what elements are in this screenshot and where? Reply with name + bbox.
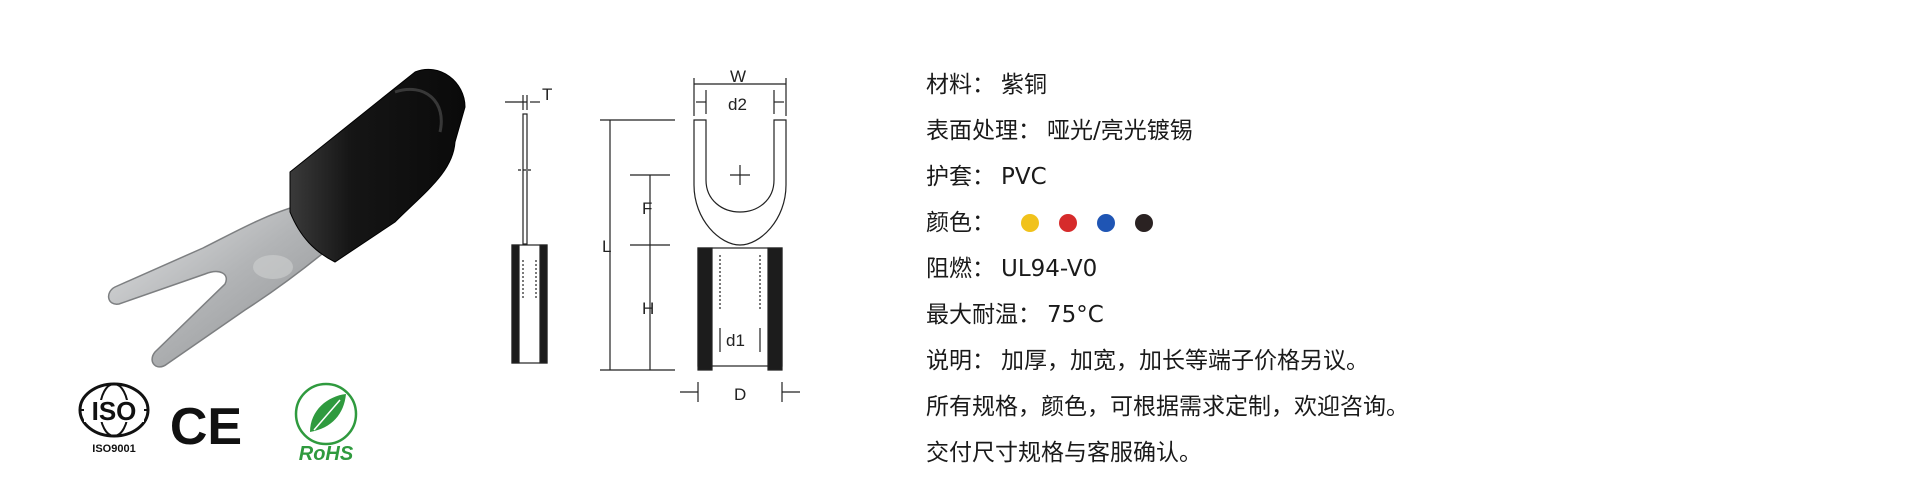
spec-label: 表面处理 [926, 118, 1018, 144]
spec-colon: ： [972, 164, 995, 190]
spec-note-2: 所有规格，颜色，可根据需求定制，欢迎咨询。 [926, 384, 1866, 430]
rohs-mark: RoHS [299, 443, 354, 464]
label-h: H [642, 299, 654, 318]
color-dot-red [1059, 214, 1077, 232]
spec-list: 材料：紫铜 表面处理：哑光/亮光镀锡 护套：PVC 颜色： 阻燃：UL94-V0… [926, 62, 1866, 476]
spec-color: 颜色： [926, 200, 1866, 246]
spec-value: 交付尺寸规格与客服确认。 [926, 440, 1202, 466]
iso-logo: ISO ISO9001 [78, 382, 150, 455]
spec-value: UL94-V0 [1001, 256, 1098, 282]
spec-sleeve: 护套：PVC [926, 154, 1866, 200]
color-dot-yellow [1021, 214, 1039, 232]
spec-note-3: 交付尺寸规格与客服确认。 [926, 430, 1866, 476]
spec-value: PVC [1001, 164, 1047, 190]
spec-max-temp: 最大耐温：75°C [926, 292, 1866, 338]
spec-colon: ： [1018, 118, 1041, 144]
color-dot-blue [1097, 214, 1115, 232]
spec-flame: 阻燃：UL94-V0 [926, 246, 1866, 292]
spec-colon: ： [972, 348, 995, 374]
iso-caption: ISO9001 [92, 443, 135, 455]
spec-label: 材料 [926, 72, 972, 98]
label-l: L [602, 237, 611, 256]
label-w: W [730, 70, 746, 86]
certification-logos: ISO ISO9001 CE RoHS [78, 382, 358, 464]
label-d1: d1 [726, 331, 745, 350]
spec-value: 哑光/亮光镀锡 [1047, 118, 1193, 144]
spec-label: 颜色 [926, 210, 972, 236]
rohs-logo: RoHS [294, 382, 358, 464]
spec-colon: ： [972, 72, 995, 98]
spec-label: 最大耐温 [926, 302, 1018, 328]
label-d2: d2 [728, 95, 747, 114]
ce-mark: CE [170, 398, 242, 456]
iso-mark: ISO [92, 396, 137, 426]
color-dot-black [1135, 214, 1153, 232]
spec-note-1: 说明：加厚，加宽，加长等端子价格另议。 [926, 338, 1866, 384]
spec-colon: ： [1018, 302, 1041, 328]
spec-label: 阻燃 [926, 256, 972, 282]
spec-value: 75°C [1047, 302, 1104, 328]
spec-colon: ： [972, 256, 995, 282]
spec-surface: 表面处理：哑光/亮光镀锡 [926, 108, 1866, 154]
spec-label: 护套 [926, 164, 972, 190]
spec-value: 紫铜 [1001, 72, 1047, 98]
label-d: D [734, 385, 746, 404]
spec-value: 所有规格，颜色，可根据需求定制，欢迎咨询。 [926, 394, 1409, 420]
spade-terminal-photo [107, 68, 466, 368]
spec-colon: ： [972, 210, 995, 236]
spec-material: 材料：紫铜 [926, 62, 1866, 108]
label-f: F [642, 199, 652, 218]
label-t: T [542, 85, 552, 104]
spec-label: 说明 [926, 348, 972, 374]
dimension-diagram: T W d2 F L H d1 D [505, 70, 800, 404]
spec-value: 加厚，加宽，加长等端子价格另议。 [1001, 348, 1369, 374]
